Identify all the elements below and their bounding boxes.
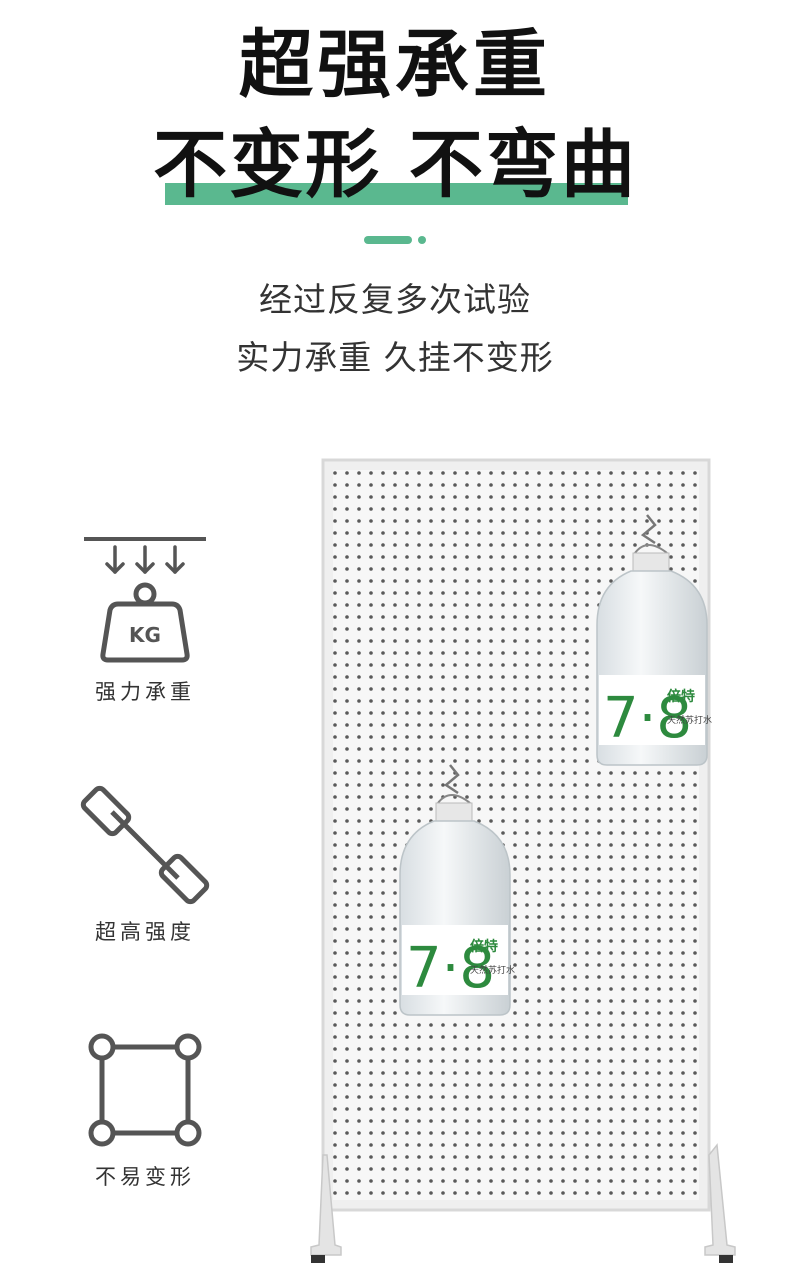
bottle-desc: 天然苏打水	[470, 964, 515, 976]
bottle-brand: 倍特	[667, 688, 695, 705]
bottle-number: 7·8	[603, 686, 692, 751]
subtitle-line-2: 实力承重 久挂不变形	[236, 338, 554, 377]
feature-label-high-strength: 超高强度	[95, 920, 195, 944]
headline-primary: 超强承重	[239, 22, 551, 108]
bottle-number: 7·8	[406, 936, 495, 1001]
dumbbell-icon	[80, 785, 210, 905]
feature-strong-load: KG 强力承重	[40, 530, 250, 706]
pegboard-display-image: 7·8 倍特 天然苏打水 7·8 倍特 天然苏打水	[310, 458, 736, 1263]
headline-secondary: 不变形 不弯曲	[153, 122, 637, 208]
bottle-desc: 天然苏打水	[667, 714, 712, 726]
water-bottle-upper: 7·8 倍特 天然苏打水	[596, 514, 712, 766]
headline-highlight-bar	[165, 183, 628, 205]
bottle-brand: 倍特	[470, 938, 498, 955]
feature-no-deform: 不易变形	[40, 1025, 250, 1191]
feature-label-strong-load: 强力承重	[95, 680, 195, 704]
feature-label-no-deform: 不易变形	[95, 1165, 195, 1189]
water-bottle-lower: 7·8 倍特 天然苏打水	[399, 764, 515, 1016]
weight-kg-icon: KG	[84, 537, 206, 663]
subtitle-line-1: 经过反复多次试验	[259, 280, 531, 319]
feature-high-strength: 超高强度	[40, 780, 250, 946]
accent-divider	[364, 236, 428, 244]
stand-legs	[310, 1143, 736, 1263]
headline-secondary-block: 不变形 不弯曲	[0, 120, 790, 215]
weight-icon-text: KG	[129, 623, 161, 647]
square-nodes-icon	[88, 1033, 202, 1147]
